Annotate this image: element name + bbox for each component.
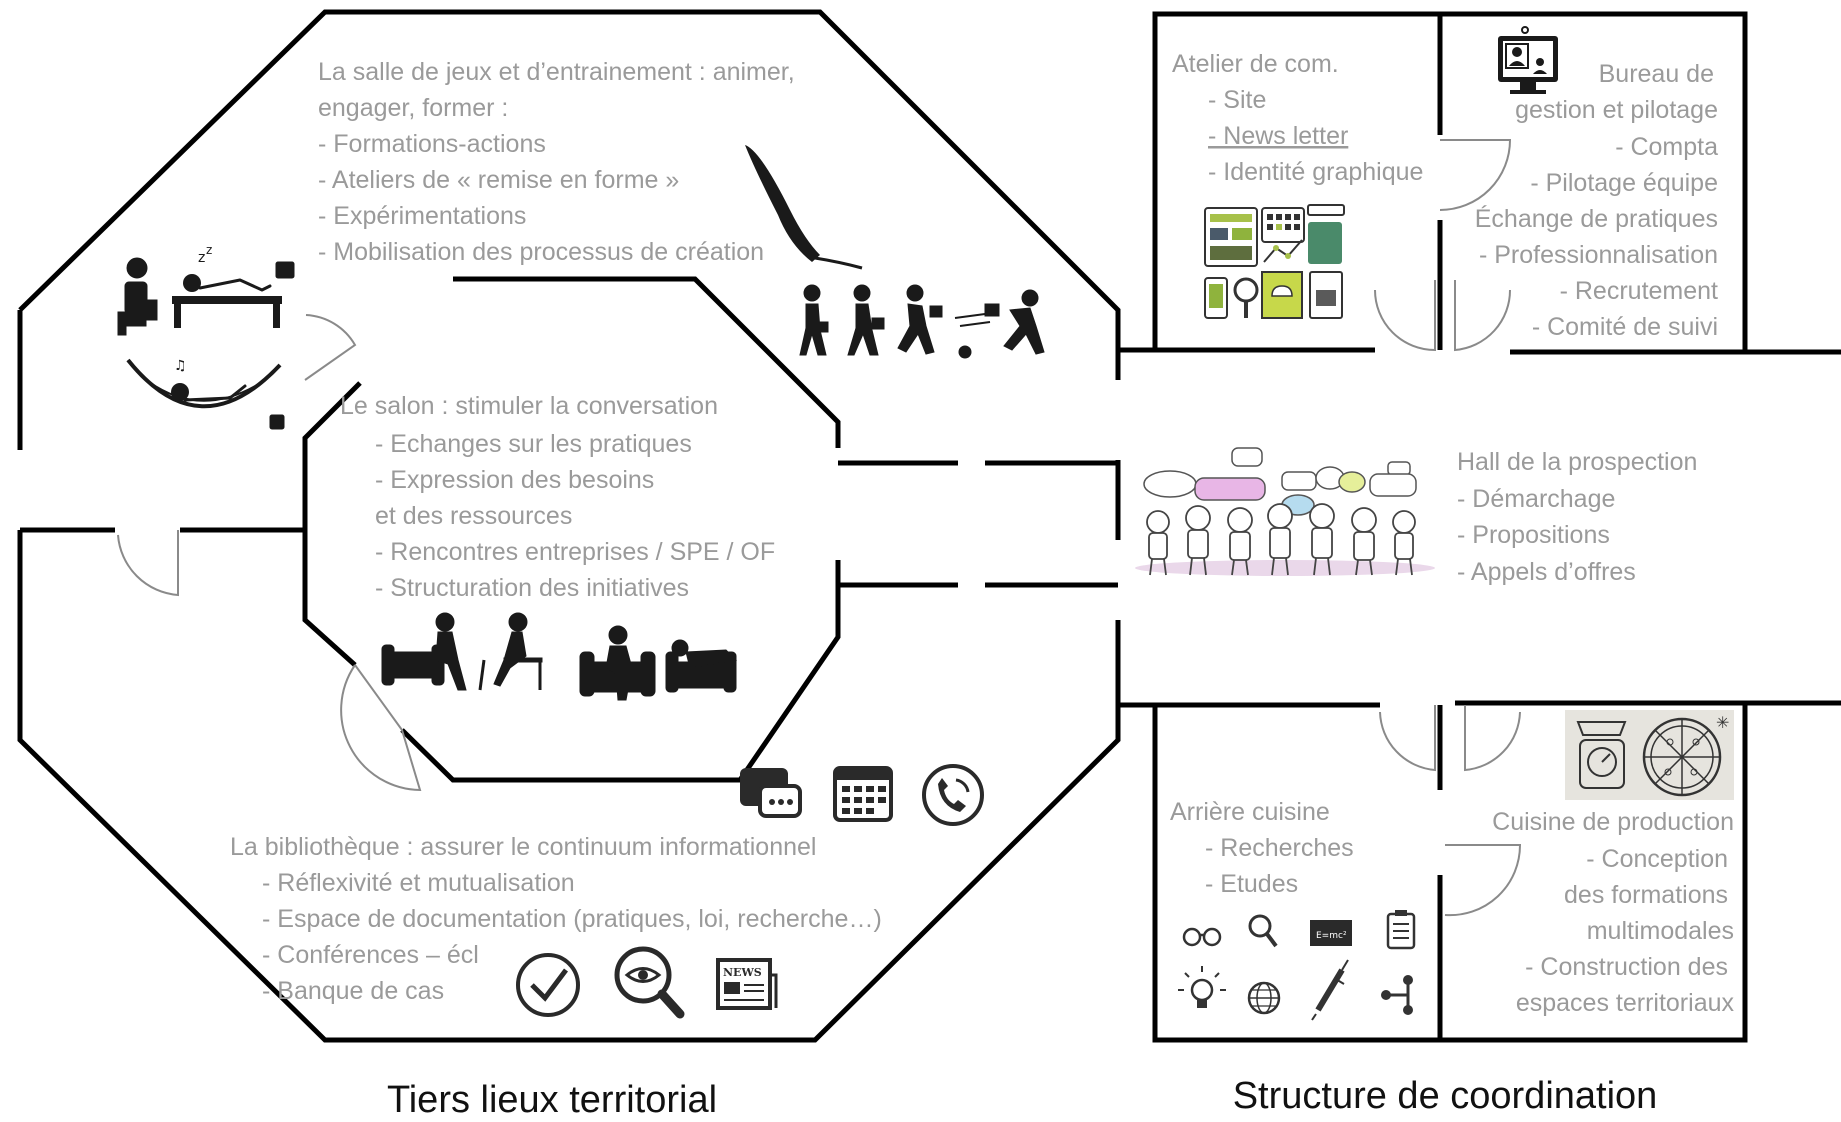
web-design-icons [1204, 204, 1345, 319]
salle-jeux-item: - Expérimentations [318, 202, 526, 230]
arriere-cuisine-item: - Etudes [1205, 870, 1298, 898]
cuisine-text: Cuisine de production - Conception des f… [1492, 808, 1734, 1017]
bureau-item: - Compta [1615, 133, 1718, 161]
arriere-cuisine-text: Arrière cuisine - Recherches - Etudes [1170, 798, 1354, 898]
bureau-item: - Recrutement [1560, 277, 1718, 305]
salon-title: Le salon : stimuler la conversation [340, 392, 718, 420]
interior-walls [20, 460, 1118, 588]
atelier-com-item: - News letter [1208, 122, 1348, 150]
cuisine-item: multimodales [1587, 917, 1734, 945]
bibliotheque-title: La bibliothèque : assurer le continuum i… [230, 833, 816, 861]
crowd-speech-icon [1135, 447, 1435, 576]
chat-icon [740, 768, 802, 818]
svg-text:✳: ✳ [1716, 713, 1729, 732]
syringe-icon [1311, 959, 1349, 1021]
person-desk-icon [117, 257, 158, 336]
sleeping-person-icon: z z [172, 243, 282, 328]
cuisine-title: Cuisine de production [1492, 808, 1734, 836]
salle-jeux-item: - Formations-actions [318, 130, 546, 158]
salon-item: - Expression des besoins [375, 466, 654, 494]
sofa-people-icon [381, 612, 738, 701]
phone-icon [922, 764, 984, 826]
salon-item: - Echanges sur les pratiques [375, 430, 692, 458]
pizza-icon: ✳ [1637, 710, 1734, 800]
check-icon [516, 953, 580, 1017]
salle-jeux-title-2: engager, former : [318, 94, 508, 122]
svg-text:z: z [206, 243, 212, 257]
tiers-lieux-octagon [17, 9, 1121, 1043]
walking-people-icon [799, 284, 1045, 359]
blackboard-icon: E=mc² [1310, 920, 1352, 946]
salon-item: - Structuration des initiatives [375, 574, 689, 602]
bureau-item: - Comité de suivi [1532, 313, 1718, 341]
tiers-lieux-caption: Tiers lieux territorial [387, 1079, 717, 1121]
globe-icon [1247, 981, 1281, 1015]
bibliotheque-item: - Espace de documentation (pratiques, lo… [262, 905, 882, 933]
salle-jeux-item: - Mobilisation des processus de création [318, 238, 764, 266]
salle-jeux-item: - Ateliers de « remise en forme » [318, 166, 679, 194]
hammock-icon: ♫ [126, 358, 282, 409]
salle-jeux-text: La salle de jeux et d’entrainement : ani… [318, 58, 795, 266]
cuisine-item: des formations [1564, 881, 1728, 909]
svg-text:♫: ♫ [174, 358, 187, 374]
structure-caption: Structure de coordination [1233, 1075, 1658, 1117]
paintbrush-icon [745, 145, 863, 270]
bibliotheque-item: - Conférences – écl [262, 941, 479, 969]
clipboard-icon [1386, 910, 1416, 950]
calendar-icon [833, 766, 893, 822]
bureau-title-1: Bureau de [1599, 60, 1714, 88]
cuisine-item: - Conception [1586, 845, 1728, 873]
network-icon [1381, 975, 1413, 1015]
bureau-item: - Pilotage équipe [1530, 169, 1718, 197]
bibliotheque-item: - Banque de cas [262, 977, 444, 1005]
left-doors [117, 314, 422, 792]
salle-jeux-title-1: La salle de jeux et d’entrainement : ani… [318, 58, 795, 86]
svg-text:z: z [198, 250, 205, 266]
monitor-video-icon [1498, 26, 1558, 94]
magnifier-icon [1248, 914, 1278, 948]
hall-item: - Appels d’offres [1457, 558, 1636, 586]
newspaper-icon: NEWS [716, 958, 778, 1010]
scale-icon [1565, 710, 1637, 800]
bureau-item: Échange de pratiques [1475, 204, 1718, 233]
atelier-com-item: - Identité graphique [1208, 158, 1423, 186]
eye-search-icon [614, 946, 685, 1019]
briefcase-icon [269, 261, 295, 430]
hall-text: Hall de la prospection - Démarchage - Pr… [1457, 448, 1697, 586]
atelier-com-title: Atelier de com. [1172, 50, 1339, 78]
structure-doors [1374, 139, 1522, 917]
glasses-icon [1182, 927, 1222, 947]
salon-item: et des ressources [375, 502, 572, 530]
arriere-cuisine-title: Arrière cuisine [1170, 798, 1330, 826]
bibliotheque-text: La bibliothèque : assurer le continuum i… [230, 833, 882, 1005]
atelier-com-text: Atelier de com. - Site - News letter - I… [1172, 50, 1423, 186]
hall-item: - Démarchage [1457, 485, 1615, 513]
bibliotheque-item: - Réflexivité et mutualisation [262, 869, 575, 897]
atelier-com-item: - Site [1208, 86, 1266, 114]
news-label: NEWS [723, 966, 762, 979]
arriere-cuisine-item: - Recherches [1205, 834, 1354, 862]
salon-item: - Rencontres entreprises / SPE / OF [375, 538, 775, 566]
salon-text: Le salon : stimuler la conversation - Ec… [340, 392, 775, 602]
bureau-title-2: gestion et pilotage [1515, 96, 1718, 124]
emc-label: E=mc² [1316, 931, 1347, 941]
cuisine-item: - Construction des [1525, 953, 1728, 981]
hall-item: - Propositions [1457, 521, 1610, 549]
structure-walls [1118, 11, 1841, 1043]
hall-title: Hall de la prospection [1457, 448, 1697, 476]
bureau-text: Bureau de gestion et pilotage - Compta -… [1475, 60, 1718, 341]
lightbulb-icon [1178, 966, 1226, 1008]
bureau-item: - Professionnalisation [1479, 241, 1718, 269]
cuisine-item: espaces territoriaux [1516, 989, 1735, 1017]
